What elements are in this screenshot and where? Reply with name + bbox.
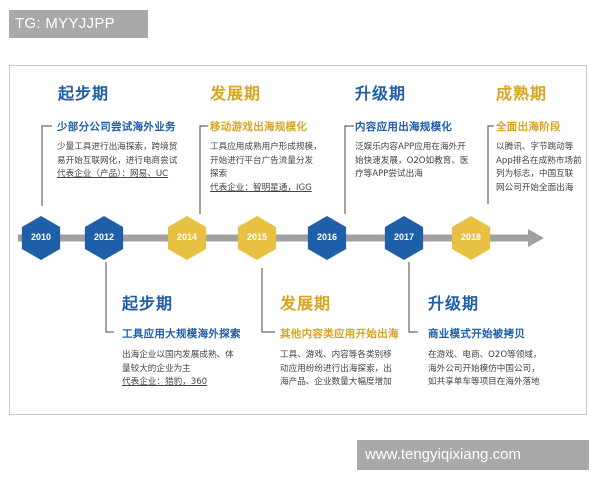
desc-line: 海外公司开始模仿中国公司， bbox=[428, 363, 540, 374]
year-hexagon-2012 bbox=[84, 216, 124, 260]
desc-top-3: 泛娱乐内容APP应用在海外开 始快速发展，O2O如教育、医 疗等APP尝试出海 bbox=[355, 141, 469, 182]
heading-top-2: 移动游戏出海规模化 bbox=[210, 121, 308, 133]
year-hexagon-2010 bbox=[21, 216, 61, 260]
rep-companies: 代表企业（产品）：网易、UC bbox=[57, 169, 169, 179]
phase-title-bottom-1: 起步期 bbox=[122, 294, 174, 313]
connector-top-3 bbox=[344, 125, 354, 214]
heading-bottom-1: 工具应用大规模海外探索 bbox=[122, 328, 241, 340]
connector-top-1 bbox=[41, 125, 52, 206]
year-label-2014: 2014 bbox=[176, 232, 198, 242]
year-hexagon-2018 bbox=[451, 216, 491, 260]
desc-line: 工具应用成熟用户形成规模， bbox=[210, 142, 322, 152]
connector-top-2 bbox=[199, 125, 208, 214]
year-label-2010: 2010 bbox=[30, 232, 52, 242]
desc-line: 海产品、企业数量大幅度增加 bbox=[280, 377, 392, 387]
year-hexagon-2014 bbox=[167, 216, 207, 260]
desc-line: 出海企业以国内发展成熟、体 bbox=[122, 350, 234, 360]
connector-bottom-1 bbox=[105, 262, 114, 333]
desc-bottom-1: 出海企业以国内发展成熟、体 量较大的企业为主 代表企业：猎豹，360 bbox=[122, 349, 234, 390]
heading-bottom-2: 其他内容类应用开始出海 bbox=[280, 328, 399, 340]
desc-line: 少量工具进行出海探索，跨境贸 bbox=[57, 142, 178, 152]
desc-line: 列为标志，中国互联 bbox=[496, 169, 574, 179]
desc-line: 网公司开始全面出海 bbox=[496, 182, 574, 193]
heading-top-3: 内容应用出海规模化 bbox=[355, 121, 453, 133]
watermark-bottom: www.tengyiqixiang.com bbox=[357, 440, 589, 470]
year-label-2018: 2018 bbox=[460, 232, 482, 242]
rep-companies: 代表企业：智明星通，IGG bbox=[210, 182, 312, 193]
year-hexagon-2015 bbox=[237, 216, 277, 260]
year-label-2017: 2017 bbox=[393, 232, 415, 242]
heading-top-1: 少部分公司尝试海外业务 bbox=[57, 121, 176, 133]
connector-bottom-3 bbox=[408, 262, 418, 333]
desc-line: 以腾讯、字节跳动等 bbox=[496, 142, 574, 152]
desc-line: 探索 bbox=[210, 169, 228, 179]
desc-line: 如共享单车等项目在海外落地 bbox=[428, 377, 540, 387]
desc-line: 在游戏、电商、O2O等领域， bbox=[428, 350, 542, 360]
desc-top-4: 以腾讯、字节跳动等 App排名在成熟市场前 列为标志，中国互联 网公司开始全面出… bbox=[496, 141, 582, 195]
phase-title-top-1: 起步期 bbox=[58, 84, 110, 103]
rep-companies: 代表企业：猎豹，360 bbox=[122, 377, 208, 387]
desc-line: 易开始互联网化，进行电商尝试 bbox=[57, 155, 178, 166]
desc-line: 疗等APP尝试出海 bbox=[355, 169, 423, 179]
desc-top-2: 工具应用成熟用户形成规模， 开始进行平台广告流量分发 探索 代表企业：智明星通，… bbox=[210, 141, 322, 195]
watermark-top: TG: MYYJJPP bbox=[9, 10, 148, 38]
connector-bottom-2 bbox=[261, 268, 275, 333]
heading-bottom-3: 商业模式开始被拷贝 bbox=[428, 328, 526, 340]
phase-title-top-4: 成熟期 bbox=[496, 84, 548, 103]
desc-line: App排名在成熟市场前 bbox=[496, 155, 582, 166]
connector-top-4 bbox=[487, 125, 494, 204]
desc-top-1: 少量工具进行出海探索，跨境贸 易开始互联网化，进行电商尝试 代表企业（产品）：网… bbox=[57, 141, 177, 182]
phase-title-bottom-2: 发展期 bbox=[280, 294, 332, 313]
desc-bottom-3: 在游戏、电商、O2O等领域， 海外公司开始模仿中国公司， 如共享单车等项目在海外… bbox=[428, 349, 542, 390]
phase-title-top-3: 升级期 bbox=[355, 84, 407, 103]
desc-line: 量较大的企业为主 bbox=[122, 363, 191, 374]
desc-line: 泛娱乐内容APP应用在海外开 bbox=[355, 142, 466, 152]
year-hexagon-2016 bbox=[307, 216, 347, 260]
desc-line: 动应用纷纷进行出海探索，出 bbox=[280, 363, 392, 374]
desc-line: 开始进行平台广告流量分发 bbox=[210, 155, 314, 166]
timeline-arrowhead bbox=[528, 229, 544, 247]
heading-top-4: 全面出海阶段 bbox=[496, 121, 561, 133]
desc-bottom-2: 工具、游戏、内容等各类别移 动应用纷纷进行出海探索，出 海产品、企业数量大幅度增… bbox=[280, 349, 392, 390]
phase-title-top-2: 发展期 bbox=[210, 84, 262, 103]
year-label-2016: 2016 bbox=[316, 232, 338, 242]
phase-title-bottom-3: 升级期 bbox=[428, 294, 480, 313]
year-label-2015: 2015 bbox=[246, 232, 268, 242]
year-hexagon-2017 bbox=[384, 216, 424, 260]
desc-line: 工具、游戏、内容等各类别移 bbox=[280, 350, 392, 360]
desc-line: 始快速发展，O2O如教育、医 bbox=[355, 155, 469, 166]
year-label-2012: 2012 bbox=[93, 232, 115, 242]
